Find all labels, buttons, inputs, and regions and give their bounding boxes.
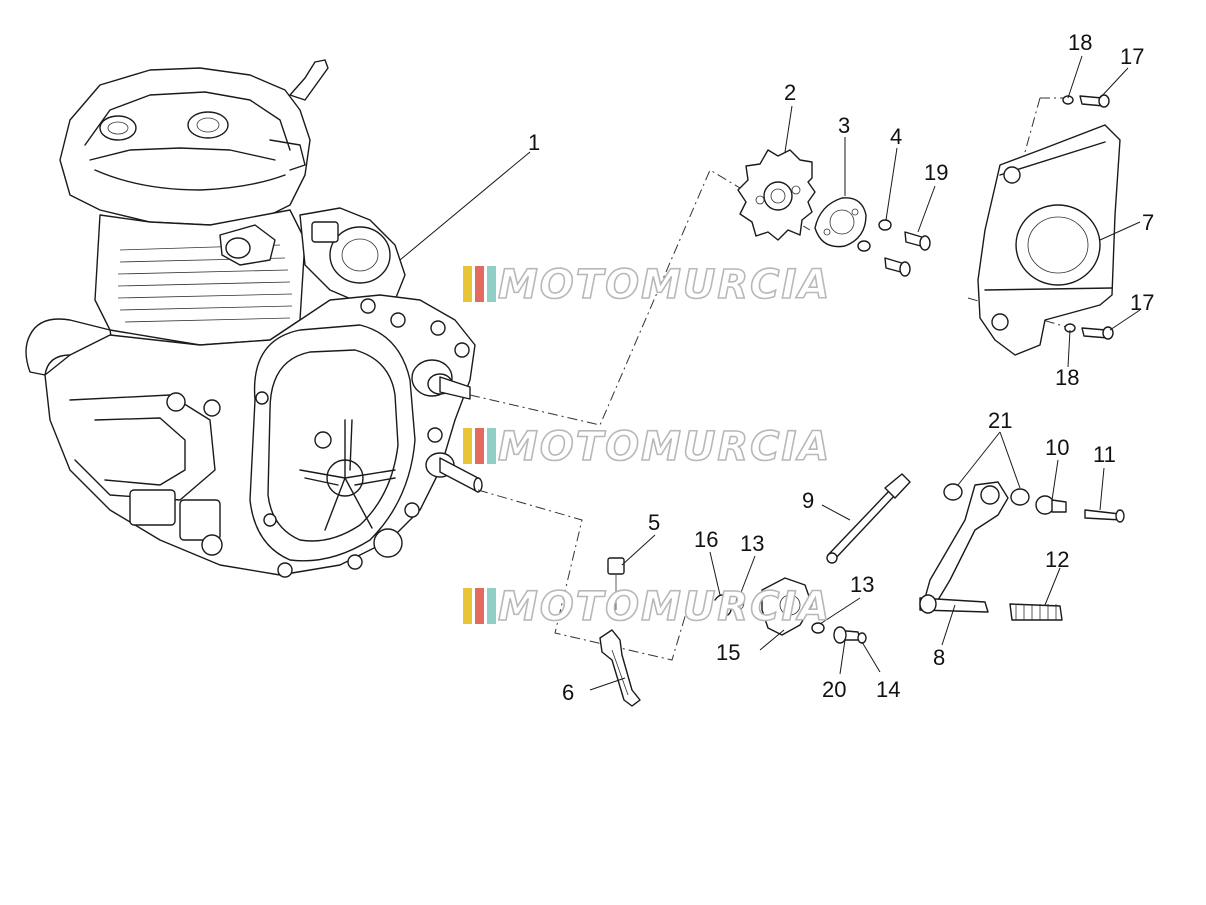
callout-2: 2 [784,80,796,105]
shift-rod [826,473,911,564]
callout-10: 10 [1045,435,1069,460]
callout-18: 18 [1068,30,1092,55]
watermark-logo-1: MOTOMURCIA [463,261,831,309]
callout-12: 12 [1045,547,1069,572]
callout-3: 3 [838,113,850,138]
watermark-text: MOTOMURCIA [498,424,831,470]
engine-assembly [25,59,483,578]
sprocket-cover [977,124,1121,356]
watermark-logo-2: MOTOMURCIA [463,423,831,471]
watermark-flag-stripe [463,428,472,464]
callout-15: 15 [716,640,740,665]
callout-6: 6 [562,680,574,705]
callout-16: 16 [694,527,718,552]
watermark-logo-3: MOTOMURCIA [463,583,831,631]
watermark-flag-stripe [487,428,496,464]
callout-13: 13 [740,531,764,556]
front-sprocket [737,149,816,241]
gear-shift-lever-parts [599,557,867,707]
callout-20: 20 [822,677,846,702]
callout-18-second: 18 [1055,365,1079,390]
callout-17-second: 17 [1130,290,1154,315]
callout-11: 11 [1093,442,1116,467]
watermark: MOTOMURCIA MOTOMURCIA MOTOMURCIA [463,261,831,631]
callout-8: 8 [933,645,945,670]
watermark-flag-stripe [475,428,484,464]
callout-21: 21 [988,408,1012,433]
watermark-flag-stripe [475,588,484,624]
callout-5: 5 [648,510,660,535]
washers-and-bolts [857,219,931,277]
callout-7: 7 [1142,210,1154,235]
callout-4: 4 [890,124,902,149]
watermark-text: MOTOMURCIA [498,584,831,630]
watermark-flag-stripe [463,588,472,624]
watermark-flag-stripe [463,266,472,302]
callout-13-second: 13 [850,572,874,597]
watermark-flag-stripe [487,266,496,302]
callout-17: 17 [1120,44,1144,69]
gear-lever-assembly [919,481,1125,621]
watermark-flag-stripe [475,266,484,302]
callout-1: 1 [528,130,540,155]
leader-lines [399,55,1141,691]
watermark-flag-stripe [487,588,496,624]
cover-screws [1062,94,1114,340]
callout-19: 19 [924,160,948,185]
callout-9: 9 [802,488,814,513]
callout-14: 14 [876,677,900,702]
sprocket-lock-plate [814,197,867,248]
watermark-text: MOTOMURCIA [498,262,831,308]
callout-labels: 1 2 3 4 5 6 7 8 9 10 11 12 13 13 14 15 1… [528,30,1154,705]
